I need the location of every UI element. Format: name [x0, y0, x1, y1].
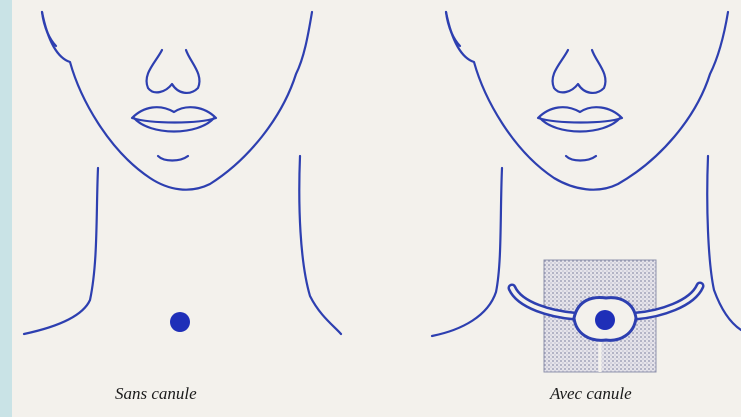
- right-upper-lip: [538, 107, 622, 122]
- caption-with-cannula: Avec canule: [550, 384, 632, 404]
- left-upper-lip: [132, 107, 216, 122]
- right-nose: [553, 50, 606, 93]
- stoma-dot: [170, 312, 190, 332]
- right-neck-right: [707, 156, 741, 330]
- tracheostomy-illustration: [12, 0, 741, 417]
- left-neck-right: [299, 156, 341, 334]
- cannula-opening: [595, 310, 615, 330]
- right-chin-crease: [566, 156, 596, 161]
- face-without-cannula: [24, 12, 341, 334]
- diagram-panel: Sans canule Avec canule: [12, 0, 741, 417]
- left-neck-left: [24, 168, 98, 334]
- right-face-outline: [446, 12, 728, 190]
- left-nose: [147, 50, 200, 93]
- caption-without-cannula: Sans canule: [115, 384, 197, 404]
- left-face-outline: [42, 12, 312, 190]
- right-neck-left: [432, 168, 502, 336]
- left-chin-crease: [158, 156, 188, 161]
